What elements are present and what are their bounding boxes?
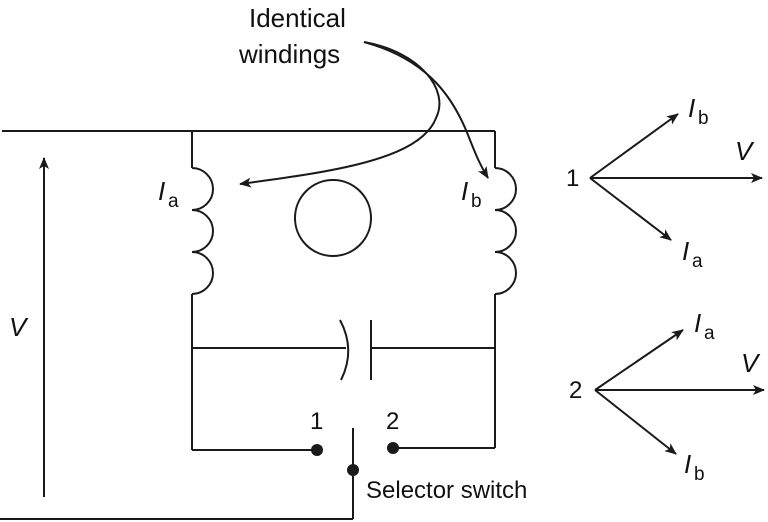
switch-contact-1 (311, 444, 323, 456)
winding-b-coil (494, 167, 517, 295)
phasor-2-leading-arrow (594, 329, 684, 391)
capacitor-curved-plate (339, 319, 350, 381)
winding-b-subscript: b (471, 191, 482, 212)
phasor-1-leading-arrow (589, 113, 679, 179)
phasor-2-v-label: V (741, 348, 761, 378)
phasor-diagram-1: 1 V I b I a (566, 93, 763, 272)
winding-a-label: I (158, 176, 165, 206)
phasor-1-lagging-subscript: a (692, 251, 703, 272)
phasor-1-lagging-label: I (682, 236, 689, 266)
switch-position-1-label: 1 (310, 408, 323, 435)
phasor-1-v-label: V (735, 136, 755, 166)
pointer-arrow-winding-a (239, 41, 441, 188)
phasor-1-label: 1 (566, 165, 579, 192)
winding-b-label: I (461, 176, 468, 206)
rotor-symbol (294, 179, 372, 257)
switch-contact-2 (387, 442, 399, 454)
phasor-1-leading-label: I (688, 93, 695, 123)
phasor-2-lagging-arrow (594, 389, 677, 455)
identical-windings-label-line1: Identical (249, 3, 346, 33)
phasor-1-leading-subscript: b (698, 108, 709, 129)
phasor-2-label: 2 (569, 377, 582, 404)
identical-windings-label-line2: windings (238, 39, 340, 69)
phasor-diagram-2: 2 V I a I b (569, 308, 765, 485)
selector-switch-label: Selector switch (366, 477, 527, 504)
phasor-2-lagging-label: I (684, 449, 691, 479)
phasor-2-leading-label: I (694, 308, 701, 338)
phasor-2-leading-subscript: a (704, 323, 715, 344)
winding-a-subscript: a (168, 191, 179, 212)
switch-pivot (347, 464, 359, 476)
switch-position-2-label: 2 (386, 408, 399, 435)
phasor-1-lagging-arrow (589, 177, 672, 241)
winding-a-coil (191, 167, 214, 295)
pointer-arrow-winding-b (363, 41, 489, 179)
supply-voltage-label: V (9, 312, 29, 342)
phasor-2-lagging-subscript: b (694, 464, 705, 485)
